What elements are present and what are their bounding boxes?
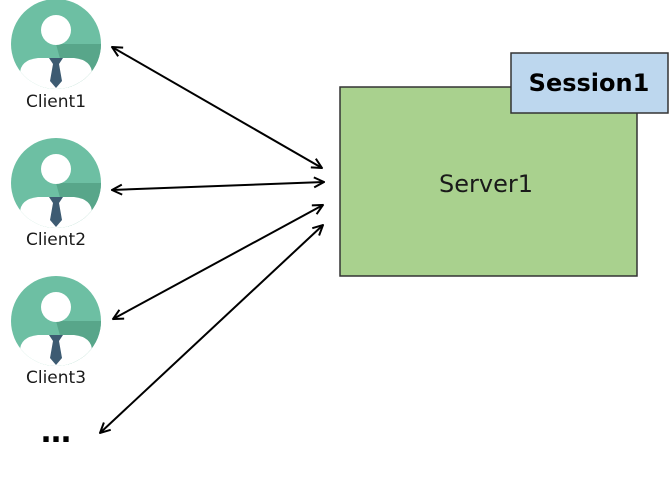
server-box (339, 86, 638, 277)
server-label: Server1 (439, 170, 533, 198)
arrow-client1-server (112, 47, 322, 168)
user-avatar-icon (11, 276, 101, 366)
client-2: Client2 (11, 138, 101, 250)
client-3: Client3 (11, 276, 101, 388)
client-3-label: Client3 (26, 368, 86, 388)
client-1-label: Client1 (26, 92, 86, 112)
user-avatar-icon (11, 138, 101, 228)
client-1: Client1 (11, 0, 101, 112)
arrow-client2-server (112, 182, 324, 190)
session-label: Session1 (529, 69, 650, 97)
arrow-client3-server (113, 205, 323, 319)
user-avatar-icon (11, 0, 101, 89)
session-box (510, 52, 669, 114)
client-2-label: Client2 (26, 230, 86, 250)
more-clients-ellipsis: … (41, 415, 71, 450)
arrow-more-server (100, 225, 323, 433)
